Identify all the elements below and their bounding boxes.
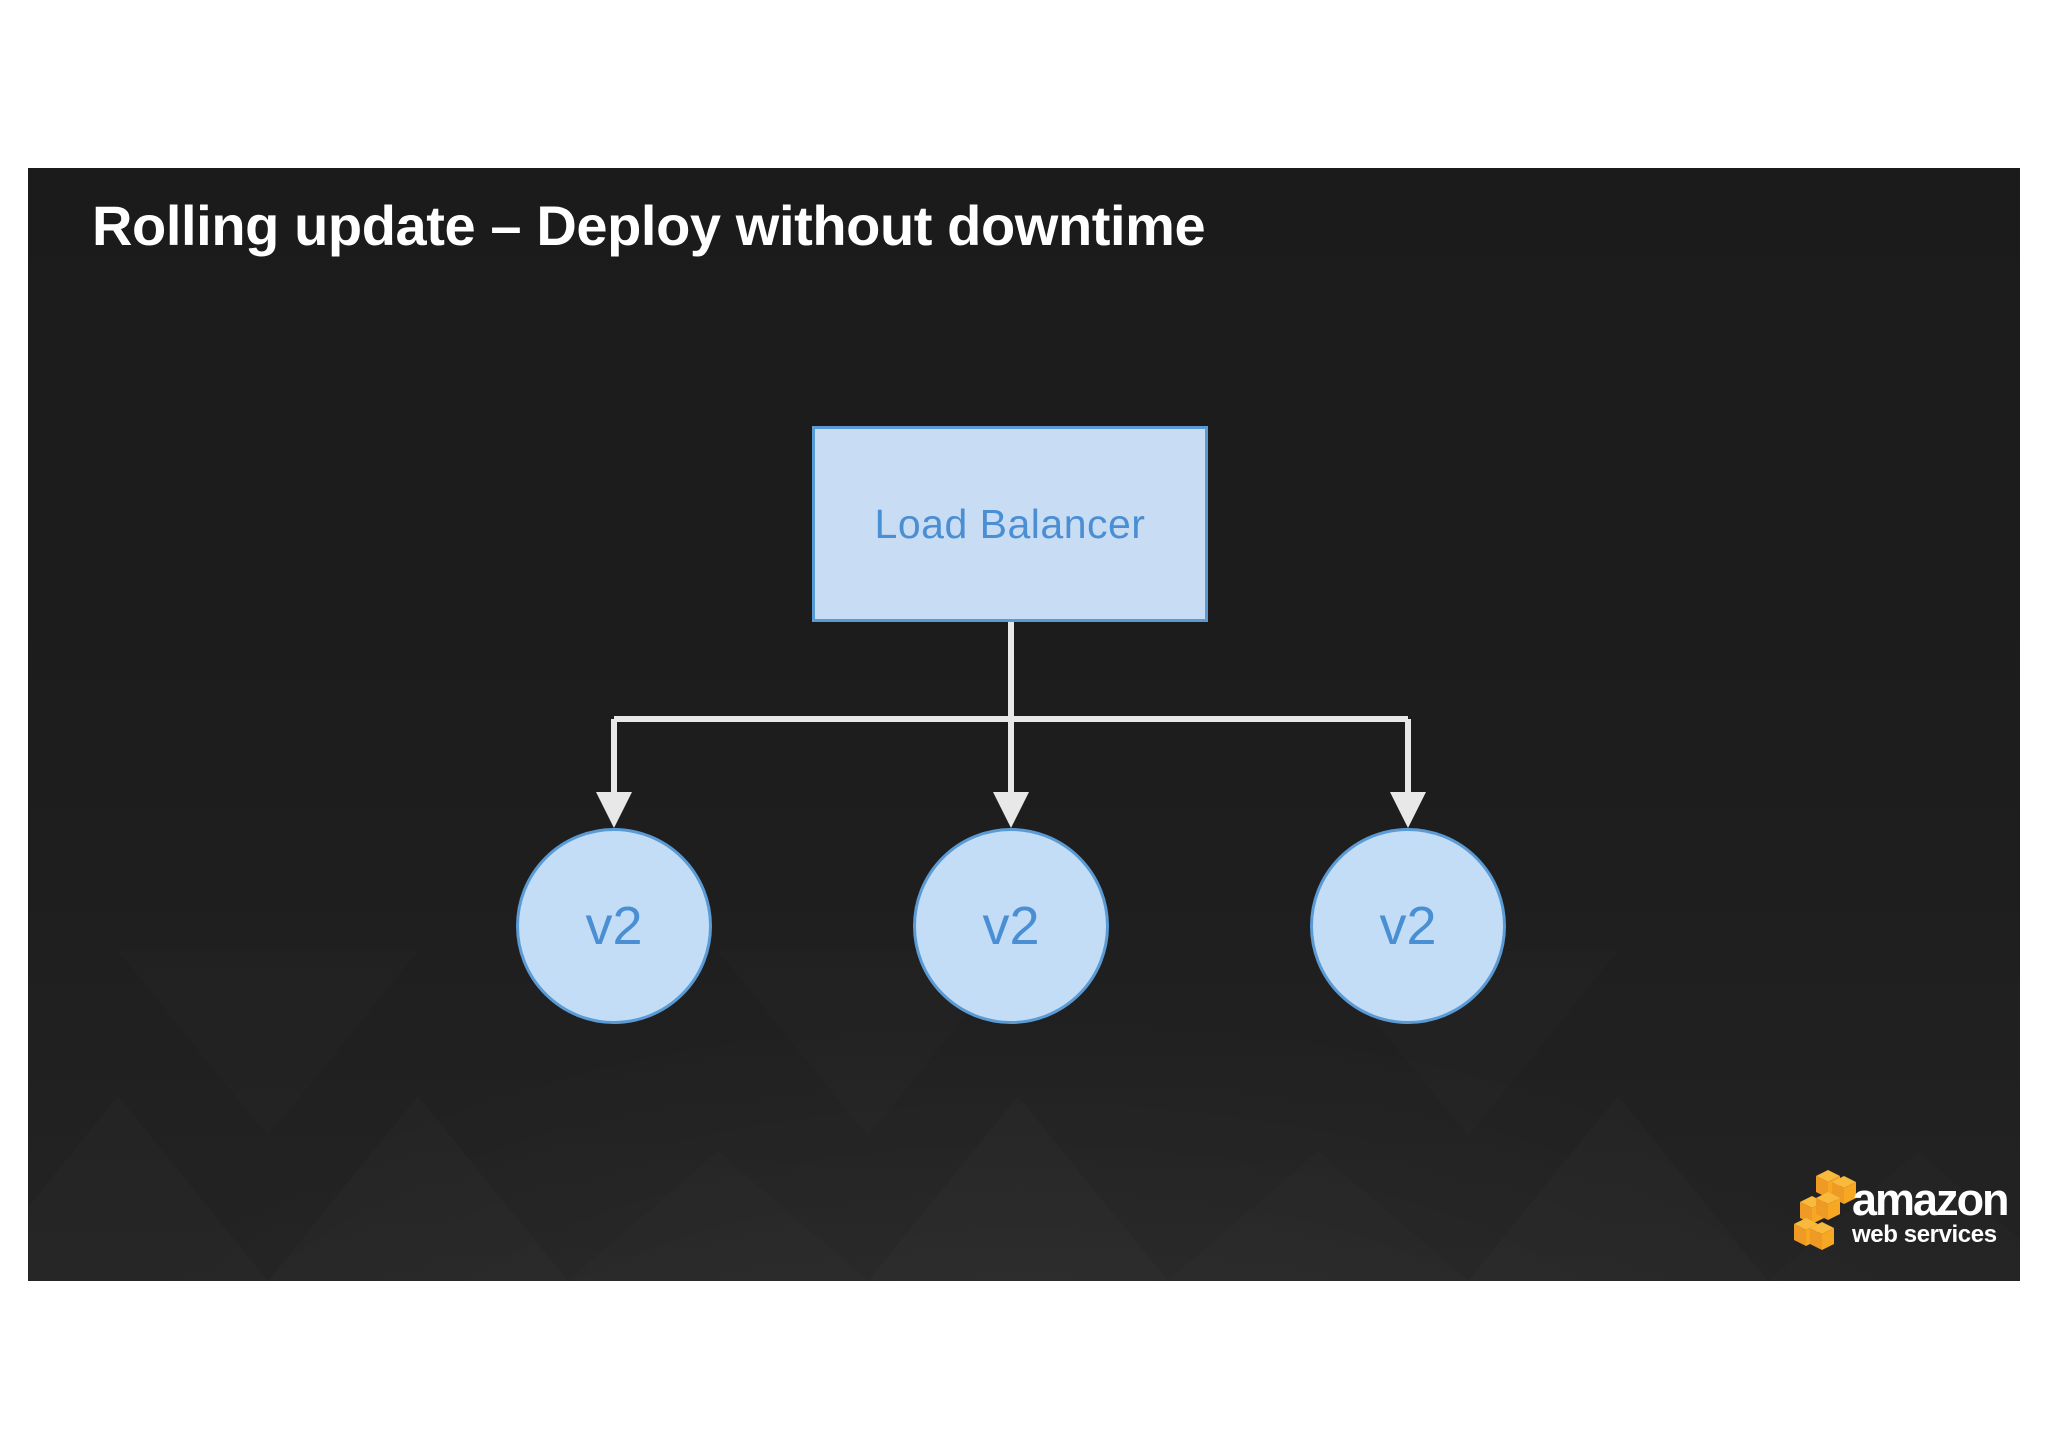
instance-node-3-label: v2 <box>1379 896 1437 956</box>
arrowhead-right <box>1390 792 1426 828</box>
arrowhead-left <box>596 792 632 828</box>
aws-cubes-icon <box>1794 1170 1856 1250</box>
slide-title: Rolling update – Deploy without downtime <box>92 194 1206 257</box>
aws-logo-text: amazon web services <box>1852 1174 2010 1248</box>
instance-node-1[interactable]: v2 <box>516 828 712 1024</box>
aws-logo-primary-text: amazon <box>1852 1174 2010 1225</box>
slide: Load Balancer v2 v2 v2 <box>28 168 2020 1281</box>
aws-logo: amazon web services <box>1794 1168 2010 1280</box>
architecture-diagram: Load Balancer v2 v2 v2 <box>28 168 2020 1281</box>
load-balancer-box[interactable]: Load Balancer <box>812 426 1208 622</box>
instance-node-1-label: v2 <box>585 896 643 956</box>
connector-lines <box>596 622 1426 828</box>
arrowhead-center <box>993 792 1029 828</box>
load-balancer-label: Load Balancer <box>874 500 1146 547</box>
instance-node-2-label: v2 <box>982 896 1040 956</box>
aws-logo-secondary-text: web services <box>1852 1221 1997 1248</box>
instance-node-2[interactable]: v2 <box>913 828 1109 1024</box>
instance-node-3[interactable]: v2 <box>1310 828 1506 1024</box>
